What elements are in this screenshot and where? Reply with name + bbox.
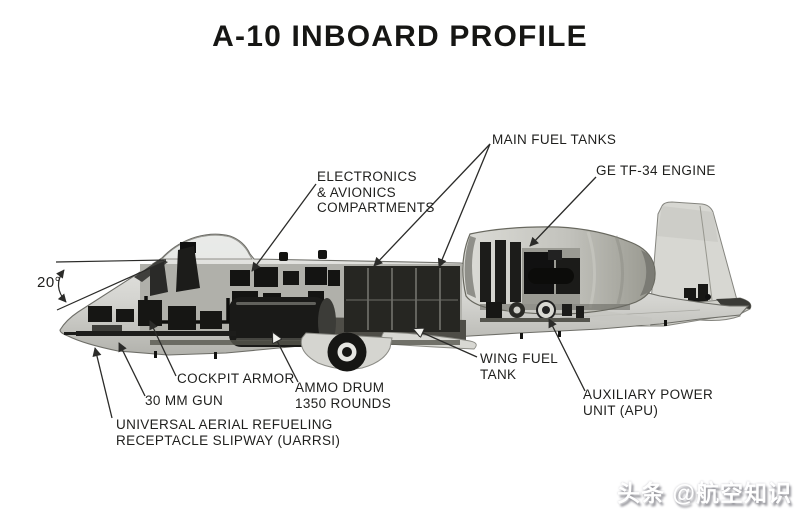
leader-main-fuel-tanks-fwd bbox=[373, 143, 491, 267]
label-ammo-drum: AMMO DRUM 1350 ROUNDS bbox=[295, 380, 392, 411]
engine-core bbox=[524, 250, 580, 294]
label-engine: GE TF-34 ENGINE bbox=[596, 163, 716, 178]
page-title: A-10 INBOARD PROFILE bbox=[212, 20, 588, 53]
label-main-fuel-tanks: MAIN FUEL TANKS bbox=[492, 132, 617, 147]
leader-ammo-drum bbox=[273, 333, 299, 383]
leader-engine bbox=[529, 176, 597, 247]
label-apu: AUXILIARY POWER UNIT (APU) bbox=[583, 387, 714, 418]
leader-uarrsi bbox=[92, 347, 113, 419]
leader-cockpit-armor bbox=[149, 320, 177, 377]
label-wing-fuel-tank: WING FUEL TANK bbox=[480, 351, 559, 382]
angle-diagonal-line bbox=[56, 260, 167, 311]
ejection-seat bbox=[176, 246, 200, 292]
label-angle-20-degrees: 20° bbox=[37, 274, 62, 291]
instrument-panel bbox=[150, 262, 168, 296]
leader-main-fuel-tanks-aft bbox=[437, 143, 491, 268]
apu-shape bbox=[480, 300, 590, 322]
angle-annotation bbox=[55, 259, 167, 311]
label-uarrsi: UNIVERSAL AERIAL REFUELING RECEPTACLE SL… bbox=[116, 417, 341, 448]
fan-stages bbox=[480, 240, 521, 304]
angle-arc-arrow bbox=[56, 269, 67, 303]
watermark: 头条 @航空知识 bbox=[617, 480, 792, 506]
leader-gun bbox=[118, 342, 146, 397]
landing-gear-pod bbox=[300, 332, 393, 372]
label-cockpit-armor: COCKPIT ARMOR bbox=[177, 371, 295, 386]
leader-apu bbox=[548, 318, 586, 392]
label-gun: 30 MM GUN bbox=[145, 393, 224, 408]
leader-electronics bbox=[251, 183, 317, 272]
antennas bbox=[154, 250, 667, 359]
apu-machinery-silhouette bbox=[684, 284, 711, 303]
exhaust-cone bbox=[640, 250, 655, 296]
leader-lines bbox=[92, 143, 597, 419]
label-electronics: ELECTRONICS & AVIONICS COMPARTMENTS bbox=[317, 169, 435, 215]
main-fuel-tanks-shape bbox=[344, 266, 460, 332]
angle-horizontal-line bbox=[55, 259, 167, 263]
canopy bbox=[160, 234, 253, 260]
leader-wing-fuel-tank bbox=[414, 329, 478, 358]
engine-nacelle bbox=[462, 226, 656, 315]
